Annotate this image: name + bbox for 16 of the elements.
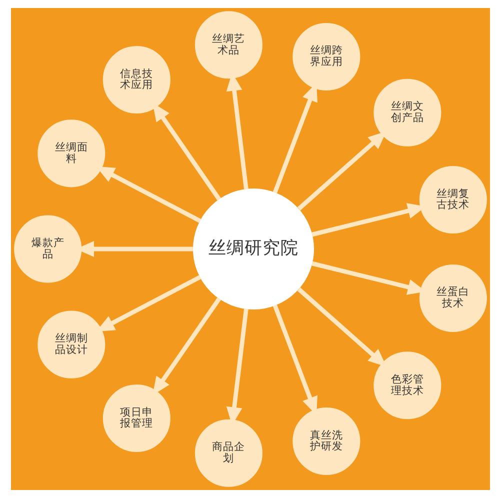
node-circle: 商品企划 [194, 419, 262, 487]
node-circle: 色彩管理技术 [373, 352, 441, 420]
node-circle: 丝绸面料 [37, 120, 105, 188]
node-circle: 丝绸艺术品 [194, 11, 262, 79]
node-circle: 项日申报管理 [102, 384, 170, 452]
node-circle: 丝绸制品设计 [37, 310, 105, 378]
arrow [296, 131, 386, 210]
node-circle: 丝绸复古技术 [418, 166, 486, 234]
node-circle: 爆款产品 [14, 215, 82, 283]
node-circle: 真丝洗护研发 [292, 408, 360, 476]
node-circle: 丝绸研究院 [192, 188, 314, 310]
arrow [296, 288, 386, 367]
node-circle: 信息技术应用 [102, 46, 170, 114]
node-circle: 丝绸跨界应用 [292, 22, 360, 90]
node-circle: 丝绸文创产品 [373, 78, 441, 146]
node-circle: 丝蛋白技术 [418, 264, 486, 332]
